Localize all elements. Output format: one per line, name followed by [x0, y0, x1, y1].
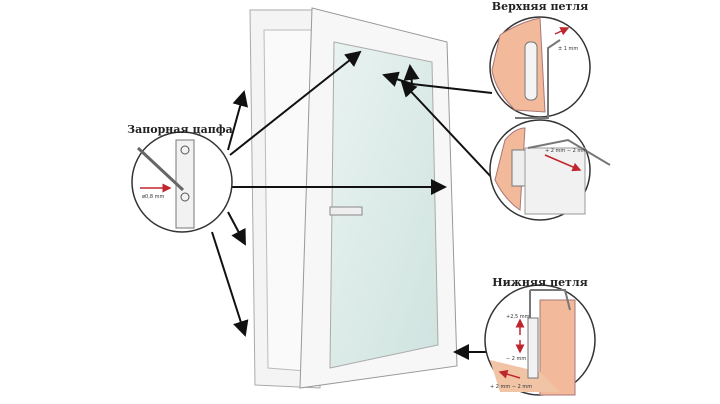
window-sash: [299, 7, 458, 389]
middle-hinge-measurement: + 2 mm − 2 mm: [545, 148, 587, 154]
middle-hinge-detail: + 2 mm − 2 mm: [489, 119, 611, 221]
top-hinge-label: Верхняя петля: [492, 0, 588, 13]
bottom-hinge-detail: +2,5 mm − 2 mm + 2 mm − 2 mm: [484, 284, 596, 396]
top-hinge-detail: ± 1 mm: [489, 16, 591, 119]
bottom-hinge-minus: − 2 mm: [506, 356, 526, 362]
pointer-arrows: [211, 50, 495, 360]
bottom-hinge-horizontal: + 2 mm − 2 mm: [490, 384, 532, 390]
bottom-hinge-label: Нижняя петля: [492, 276, 588, 289]
locking-pin-detail: ø0,8 mm: [131, 131, 233, 233]
locking-pin-label: Запорная цапфа: [127, 123, 233, 136]
locking-pin-measurement: ø0,8 mm: [142, 194, 164, 200]
window-handle: [329, 206, 363, 216]
top-hinge-measurement: ± 1 mm: [558, 46, 578, 52]
bottom-hinge-plus: +2,5 mm: [506, 314, 530, 320]
